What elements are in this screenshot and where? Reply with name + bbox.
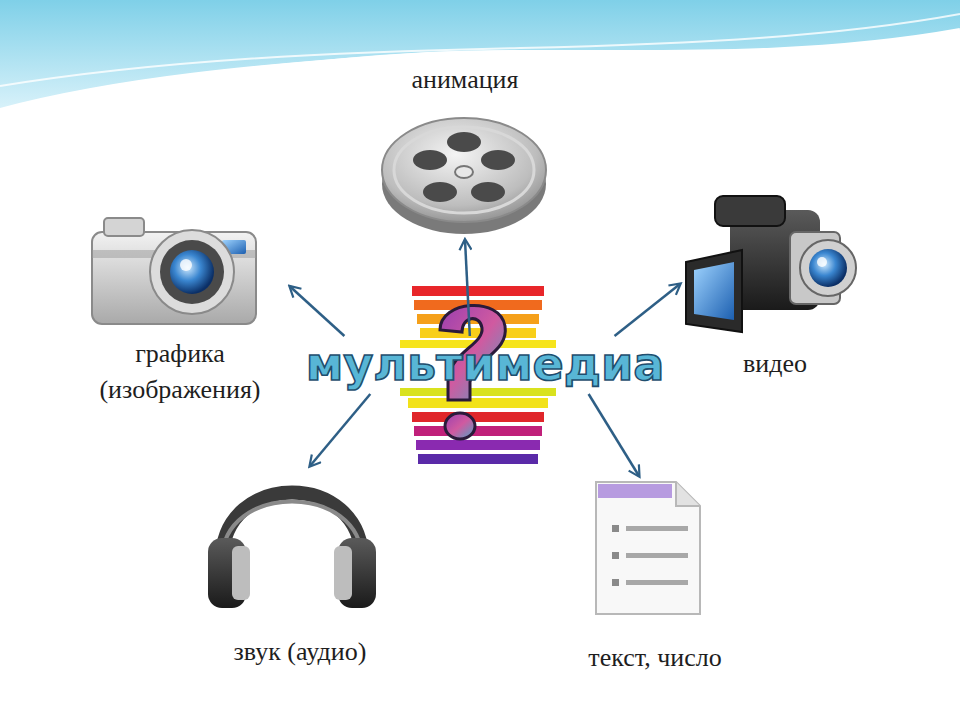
document-icon: [596, 482, 700, 614]
graphics-node: графика (изображения): [70, 212, 290, 408]
arrow-connector: [310, 394, 370, 466]
video-node: видео: [680, 186, 870, 382]
center-title: мультимедиа: [306, 336, 664, 392]
audio-node: звук (аудио): [200, 466, 400, 670]
film-reel-icon: [382, 118, 546, 234]
headphones-icon: [208, 493, 376, 609]
node-label: графика (изображения): [75, 336, 285, 408]
arrow-connector: [615, 284, 681, 336]
node-label: анимация: [370, 62, 560, 98]
node-label: звук (аудио): [200, 634, 400, 670]
photo-camera-icon: [92, 218, 256, 324]
multimedia-node: мультимедиа: [300, 336, 670, 394]
arrow-connector: [589, 394, 639, 476]
top-wave: [0, 0, 960, 110]
animation-node: анимация: [370, 62, 560, 240]
node-label: текст, число: [555, 640, 755, 676]
node-label: видео: [680, 346, 870, 382]
arrow-connector: [465, 240, 470, 336]
text-number-node: текст, число: [555, 476, 755, 676]
camcorder-icon: [686, 196, 856, 332]
arrow-connector: [290, 286, 344, 336]
